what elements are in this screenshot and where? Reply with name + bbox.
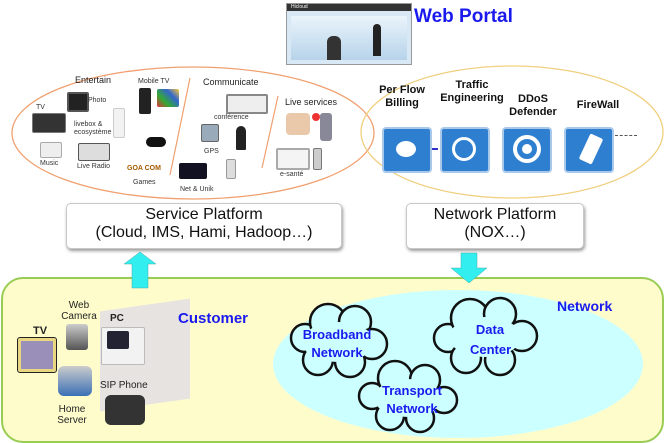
walking-person-icon [236, 126, 246, 150]
network-functions-ellipse [360, 65, 664, 199]
cloud-label-data-center: Data Center [470, 322, 512, 357]
music-label: Music [40, 160, 59, 167]
gamepad-icon [146, 137, 166, 147]
billing-icon[interactable] [382, 127, 432, 173]
health-cross-icon [312, 113, 320, 121]
e-sante-label: e-santé [280, 171, 304, 178]
mobile-tv-label: Mobile TV [138, 78, 170, 85]
conference-label: conférence [214, 114, 249, 121]
gps-label: GPS [204, 148, 219, 155]
web-camera-icon [66, 324, 88, 350]
live-radio-icon [78, 143, 110, 161]
tv-device-icon [32, 113, 66, 133]
tv-label: TV [36, 104, 45, 111]
up-arrow [123, 251, 157, 289]
conference-icon [226, 94, 268, 114]
tv-customer-icon [17, 337, 57, 373]
down-arrow [450, 252, 488, 284]
net-unik-box-icon [179, 163, 207, 179]
wrist-sensor-icon [286, 113, 310, 135]
livebox-label: livebox & ecosystème [74, 121, 112, 136]
home-server-icon [58, 366, 92, 396]
web-camera-label: Web Camera [61, 300, 97, 322]
music-icon [40, 142, 62, 158]
services-divider-1 [169, 77, 191, 176]
web-portal-title: Web Portal [414, 6, 513, 27]
gps-icon [201, 124, 219, 142]
network-platform-subtitle: (NOX…) [464, 224, 526, 241]
e-sante-phone-icon [313, 148, 322, 170]
portal-brand: Hicloud [291, 4, 308, 10]
network-platform-title: Network Platform [433, 206, 557, 223]
live-services-heading: Live services [285, 97, 338, 107]
mobile-tv-phone-icon [139, 88, 151, 114]
ddos-defender-icon[interactable] [502, 127, 552, 173]
pc-screen [107, 331, 129, 349]
tv-customer-label: TV [33, 325, 48, 337]
traffic-engineering-icon[interactable] [440, 127, 490, 173]
mobile-tv-screen-icon [157, 89, 179, 107]
network-platform-box: Network Platform (NOX…) [406, 203, 584, 249]
sip-phone-label: SIP Phone [100, 380, 148, 391]
e-sante-tablet-icon [276, 148, 310, 170]
home-server-label: Home Server [57, 404, 87, 426]
nf-label-billing: Per Flow Billing [379, 84, 425, 109]
livebox-icon [113, 108, 125, 138]
service-platform-box: Service Platform (Cloud, IMS, Hami, Hado… [66, 203, 342, 249]
mobile-phone-icon [320, 113, 332, 141]
firewall-icon[interactable] [564, 127, 614, 173]
games-label: Games [133, 179, 156, 186]
pc-label: PC [110, 313, 124, 324]
service-platform-subtitle: (Cloud, IMS, Hami, Hadoop…) [95, 224, 313, 241]
cloud-label-broadband: Broadband Network [302, 327, 372, 360]
sip-phone-icon [105, 395, 145, 425]
portal-person-1 [327, 36, 341, 60]
photo-frame-icon [67, 92, 89, 112]
web-portal-screenshot: Hicloud [286, 3, 412, 65]
services-ellipse [11, 66, 375, 200]
communicate-heading: Communicate [203, 77, 259, 87]
nf-connector-1 [432, 148, 438, 150]
cordless-phone-icon [226, 159, 236, 179]
customer-title: Customer [178, 310, 249, 327]
cloud-label-transport: Transport Network [382, 383, 442, 416]
portal-person-2 [373, 24, 381, 56]
nf-label-ddos-defender: DDoS Defender [509, 93, 557, 118]
photo-label: Photo [88, 97, 107, 104]
network-title: Network [557, 298, 613, 314]
service-platform-title: Service Platform [145, 206, 263, 223]
net-unik-label: Net & Unik [180, 186, 214, 193]
services-divider-2 [261, 95, 279, 169]
nf-label-firewall: FireWall [576, 99, 620, 111]
nf-label-traffic-engineering: Traffic Engineering [440, 79, 504, 104]
portal-hero-image [291, 16, 407, 60]
portal-header-bar: Hicloud [287, 4, 411, 11]
live-radio-label: Live Radio [77, 163, 111, 170]
games-logo: GOA COM [127, 165, 161, 172]
entertain-heading: Entertain [75, 75, 112, 85]
nf-more-dashes [615, 135, 637, 136]
